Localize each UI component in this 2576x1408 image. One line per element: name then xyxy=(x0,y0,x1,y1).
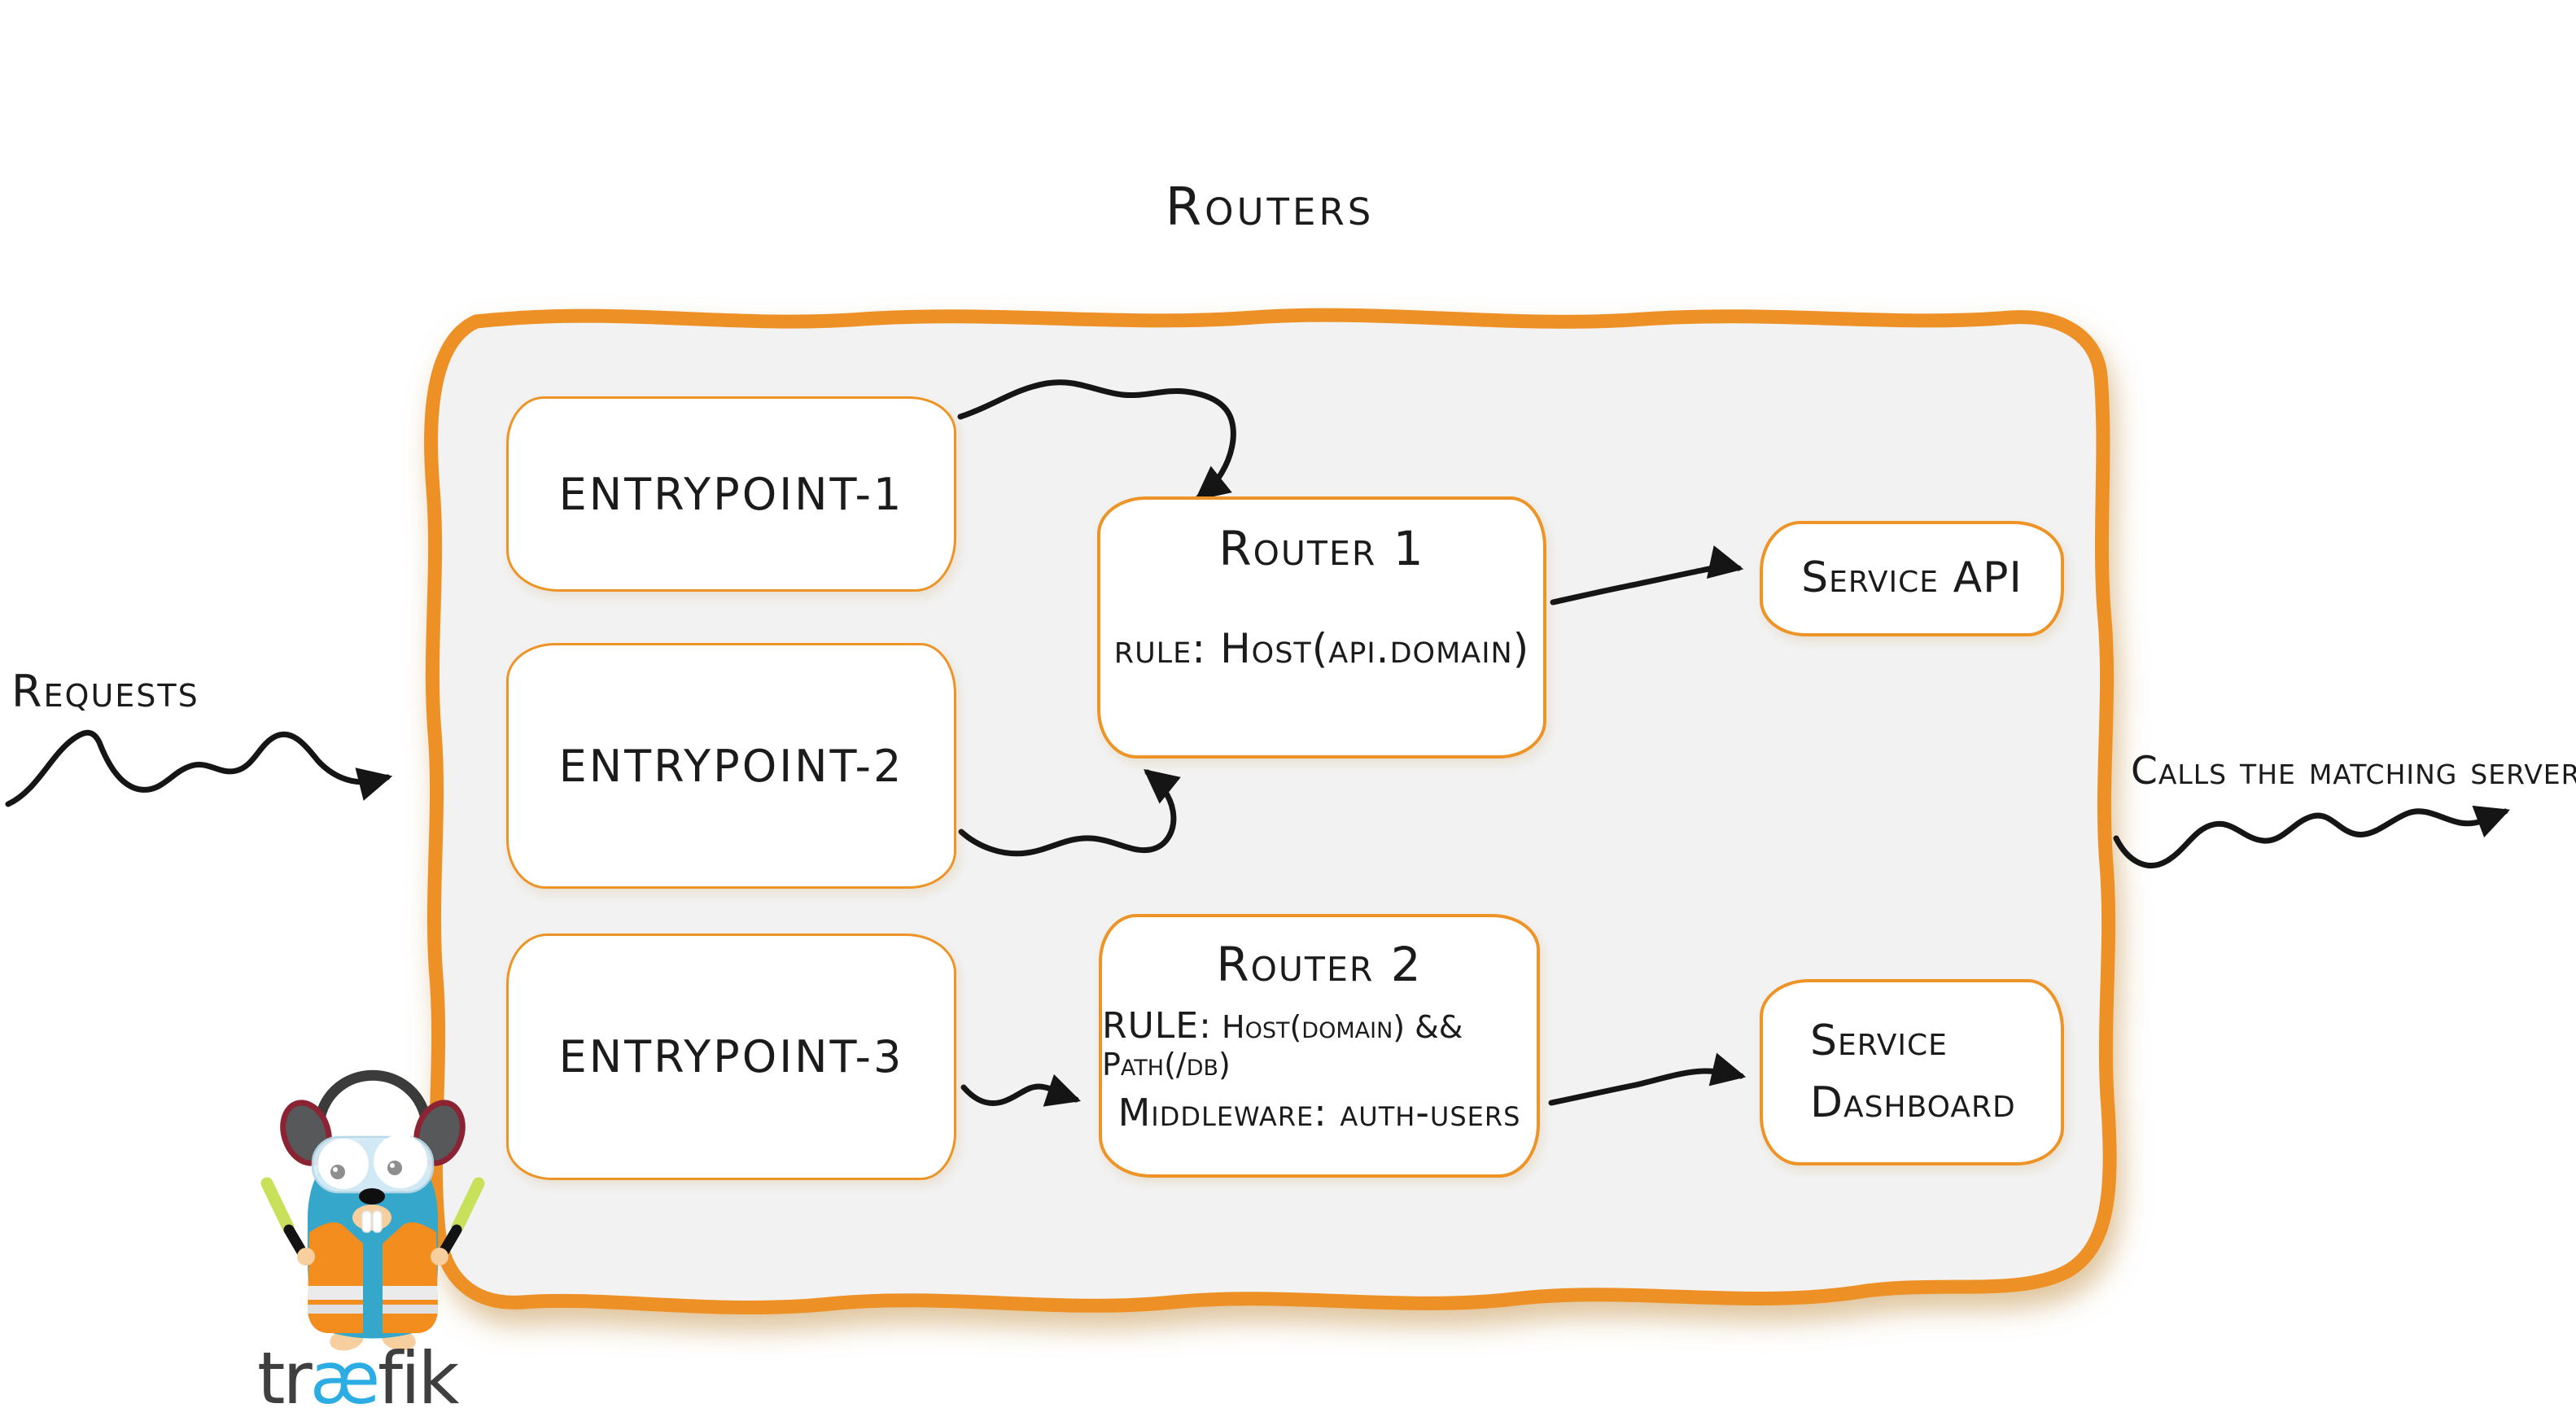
service-api-label: Service API xyxy=(1801,553,2023,603)
entrypoint-3-label: entrypoint-3 xyxy=(558,1031,904,1082)
entrypoint2-to-router1-arrow xyxy=(958,769,1181,857)
calls-arrow xyxy=(2113,805,2510,868)
traefik-wordmark-post: fik xyxy=(378,1336,459,1408)
router-2-rule-value: Host(domain) && Path(/db) xyxy=(1102,1009,1463,1082)
router2-to-service-dashboard-arrow xyxy=(1548,1052,1747,1106)
router-1-rule: rule: Host(api.domain) xyxy=(1114,625,1529,672)
requests-arrow xyxy=(5,729,393,807)
traefik-gopher-mascot-icon xyxy=(260,1069,485,1351)
router-2-middleware-value: auth-users xyxy=(1340,1091,1521,1135)
service-dashboard-box: Service Dashboard xyxy=(1760,979,2064,1165)
page-title: Routers xyxy=(1165,177,1375,238)
router-2-rule: RULE: Host(domain) && Path(/db) xyxy=(1102,1005,1537,1082)
requests-label: Requests xyxy=(11,666,199,717)
entrypoint-3-box: entrypoint-3 xyxy=(506,934,956,1180)
service-api-box: Service API xyxy=(1760,521,2064,636)
router-1-box: Router 1 rule: Host(api.domain) xyxy=(1097,496,1546,759)
traefik-wordmark: træfik xyxy=(257,1336,460,1408)
router-2-title: Router 2 xyxy=(1216,937,1423,992)
entrypoint-2-box: entrypoint-2 xyxy=(506,643,956,889)
service-dashboard-label-line2: Dashboard xyxy=(1810,1078,2016,1127)
service-dashboard-label-line1: Service xyxy=(1810,1017,1948,1066)
router-2-box: Router 2 RULE: Host(domain) && Path(/db)… xyxy=(1099,914,1540,1178)
router-2-rule-label: RULE: xyxy=(1102,1005,1212,1047)
calls-label: Calls the matching server xyxy=(2131,749,2576,794)
router-2-middleware: Middleware: auth-users xyxy=(1118,1091,1521,1135)
router-1-rule-label: rule: xyxy=(1113,625,1207,672)
router-1-rule-value: Host(api.domain) xyxy=(1220,625,1530,672)
entrypoint-1-label: entrypoint-1 xyxy=(558,468,904,520)
router-1-title: Router 1 xyxy=(1218,521,1425,576)
traefik-wordmark-pre: tr xyxy=(257,1336,313,1408)
entrypoint-2-label: entrypoint-2 xyxy=(558,740,904,792)
router1-to-service-api-arrow xyxy=(1550,545,1744,606)
entrypoint-1-box: entrypoint-1 xyxy=(506,396,956,592)
traefik-wordmark-ae: æ xyxy=(309,1336,380,1408)
router-2-middleware-label: Middleware: xyxy=(1117,1091,1327,1135)
entrypoint3-to-router2-arrow xyxy=(960,1073,1082,1107)
entrypoint1-to-router1-arrow xyxy=(957,379,1236,501)
